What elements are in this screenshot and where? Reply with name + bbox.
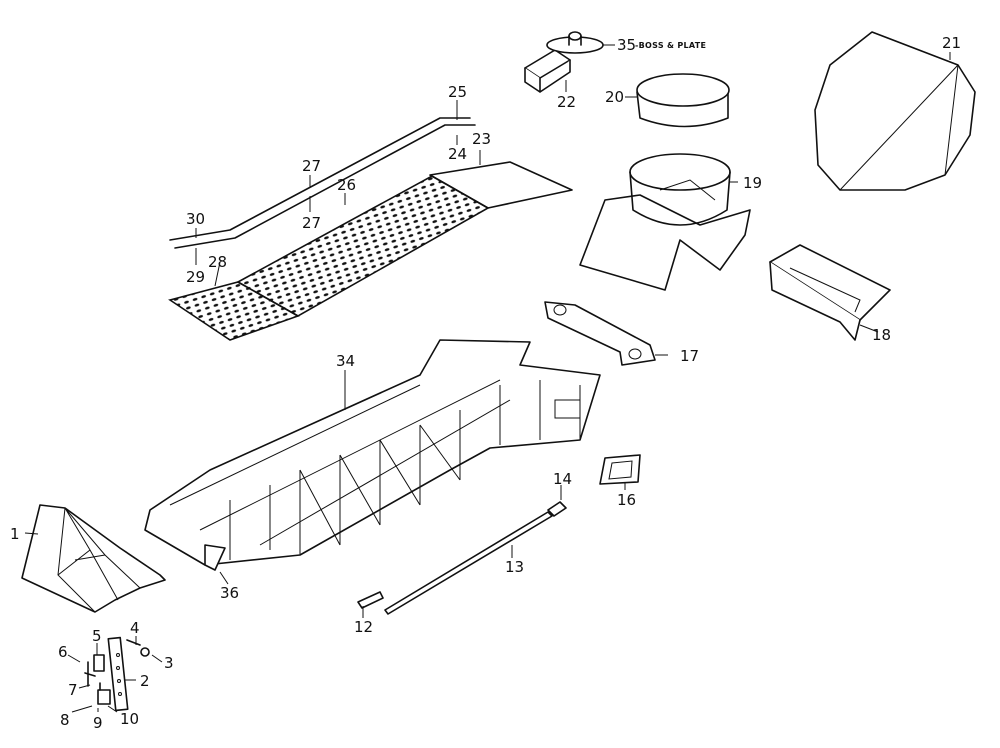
part-12-clip [357,591,384,609]
part-13-rail [384,511,553,615]
label-25: 25 [448,83,467,101]
part-14-end-fitting [547,501,567,517]
label-5: 5 [92,627,102,645]
part-22-35-boss-and-plate [524,31,604,93]
label-14: 14 [553,470,572,488]
label-7: 7 [68,681,78,699]
part-19-hopper [579,153,751,291]
callout-labels: 1 2 3 4 5 6 7 8 9 10 12 13 14 16 17 18 1… [10,34,961,732]
label-27-bottom: 27 [302,214,321,232]
label-35: 35 [617,36,636,54]
label-21: 21 [942,34,961,52]
label-3: 3 [164,654,174,672]
label-22: 22 [557,93,576,111]
label-35-note: -BOSS & PLATE [635,41,706,50]
label-9: 9 [93,714,103,732]
label-12: 12 [354,618,373,636]
label-20: 20 [605,88,624,106]
label-10: 10 [120,710,139,728]
label-36: 36 [220,584,239,602]
part-16-square-plate [599,454,641,485]
part-17-bracket [544,301,656,366]
part-20-ring [636,73,730,128]
label-30: 30 [186,210,205,228]
label-27-top: 27 [302,157,321,175]
part-strips-24-30 [169,117,476,249]
label-28: 28 [208,253,227,271]
label-13: 13 [505,558,524,576]
label-19: 19 [743,174,762,192]
label-1: 1 [10,525,20,543]
leader-lines [24,44,951,713]
part-26-perforated-panel [236,175,490,317]
label-34: 34 [336,352,355,370]
label-24: 24 [448,145,467,163]
part-28-rear-step [168,281,300,341]
label-4: 4 [130,619,140,637]
label-6: 6 [58,643,68,661]
part-34-main-frame [144,339,601,571]
part-1-side-fairing [21,504,166,613]
part-18-tray [769,244,891,341]
part-2-10-bracket-assembly [84,636,150,712]
label-8: 8 [60,711,70,729]
label-2: 2 [140,672,150,690]
label-18: 18 [872,326,891,344]
label-23: 23 [472,130,491,148]
label-26: 26 [337,176,356,194]
label-16: 16 [617,491,636,509]
label-17: 17 [680,347,699,365]
part-21-nose-cone [814,31,976,191]
label-29: 29 [186,268,205,286]
